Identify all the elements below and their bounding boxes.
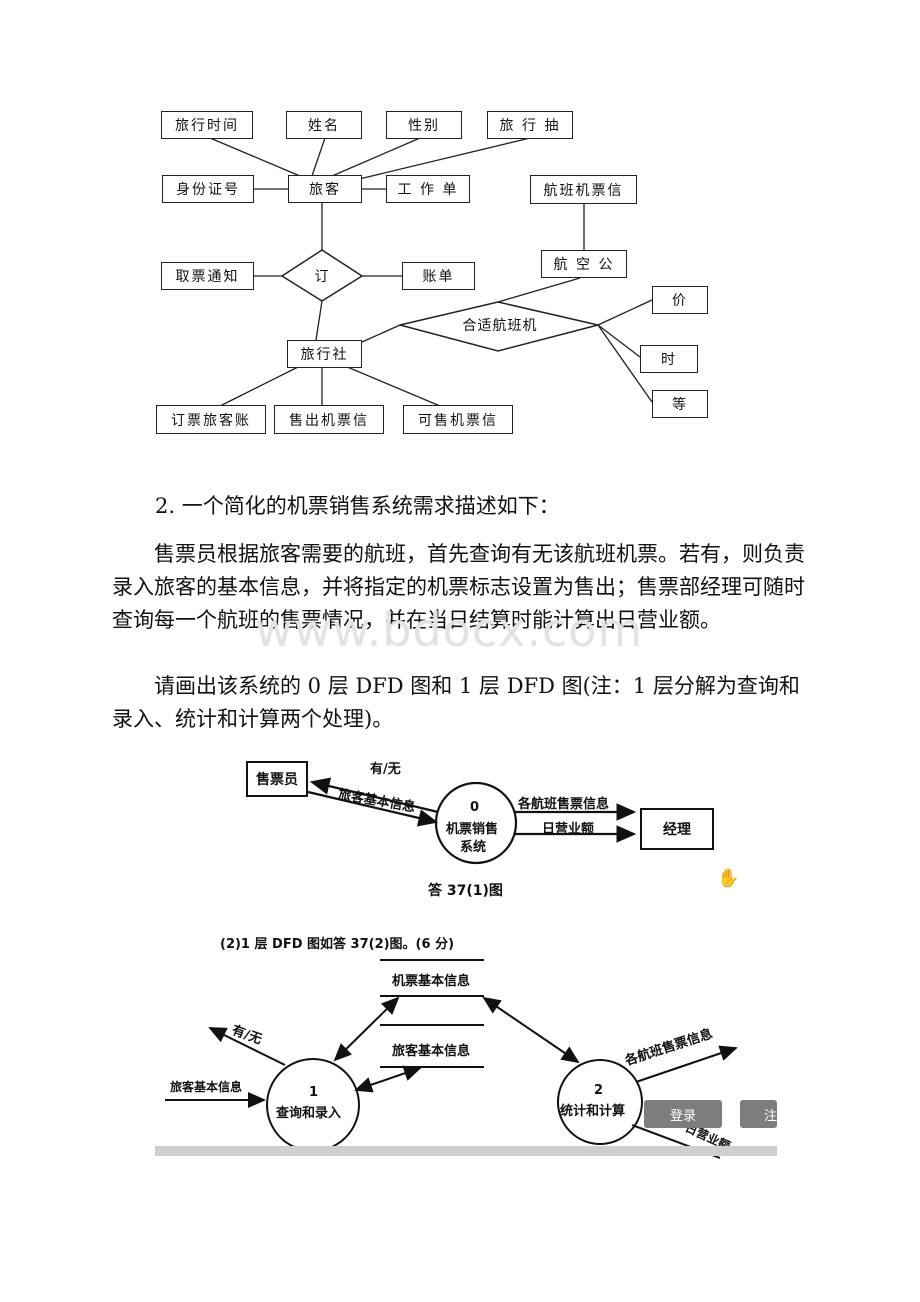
entity-booking-account: 订票旅客账 — [156, 405, 266, 434]
login-button[interactable]: 登录 — [644, 1100, 722, 1128]
hand-cursor-icon: ✋ — [717, 868, 740, 889]
entity-flight-ticket-info: 航班机票信 — [530, 175, 637, 204]
dfd0-label-yes-no: 有/无 — [370, 762, 401, 777]
dfd0-process-label-1: 机票销售 — [446, 822, 499, 837]
dfd1-lines — [165, 959, 738, 1159]
dfd1-heading: (2)1 层 DFD 图如答 37(2)图。(6 分) — [220, 937, 455, 952]
entity-class: 等 — [652, 390, 708, 418]
entity-bill: 账单 — [402, 262, 475, 290]
dfd1-store-ticket-info: 机票基本信息 — [392, 974, 471, 989]
dfd0-lines — [307, 777, 637, 865]
entity-pickup-notice: 取票通知 — [161, 262, 254, 290]
register-button[interactable]: 注 — [740, 1100, 777, 1128]
dfd0-process-number: 0 — [470, 800, 480, 815]
question-2-description: 售票员根据旅客需要的航班，首先查询有无该航班机票。若有，则负责录入旅客的基本信息… — [112, 542, 805, 632]
dfd1-label-passenger-info: 旅客基本信息 — [170, 1080, 243, 1094]
question-2-instruction: 请画出该系统的 0 层 DFD 图和 1 层 DFD 图(注：1 层分解为查询和… — [112, 674, 800, 731]
er-diagram-lines — [209, 137, 653, 407]
dfd0-caption: 答 37(1)图 — [428, 883, 503, 899]
entity-id-number: 身份证号 — [162, 175, 254, 203]
question-2-title: 2. 一个简化的机票销售系统需求描述如下： — [155, 494, 560, 518]
entity-gender: 性别 — [386, 111, 462, 139]
entity-available-ticket-info: 可售机票信 — [403, 405, 513, 434]
dfd0-process-label-2: 系统 — [460, 840, 487, 855]
dfd0-seller-entity: 售票员 — [246, 761, 308, 797]
entity-travel-extract: 旅 行 抽 — [487, 111, 573, 139]
entity-passenger: 旅客 — [288, 175, 362, 203]
entity-airline: 航 空 公 — [541, 250, 627, 278]
dfd1-p2-number: 2 — [594, 1083, 604, 1098]
dfd0-label-daily-revenue: 日营业额 — [542, 822, 595, 837]
relationship-order: 订 — [314, 269, 330, 285]
dfd1-p1-number: 1 — [309, 1085, 319, 1100]
dfd1-p2-label: 统计和计算 — [560, 1104, 626, 1119]
embedded-viewer-bottom-bar — [155, 1146, 777, 1156]
entity-travel-time: 旅行时间 — [161, 111, 253, 139]
dfd0-label-flight-sales: 各航班售票信息 — [518, 797, 610, 812]
entity-name: 姓名 — [286, 111, 362, 139]
dfd0-manager-entity: 经理 — [640, 808, 714, 850]
dfd1-store-passenger-info: 旅客基本信息 — [392, 1044, 471, 1059]
entity-work-unit: 工 作 单 — [386, 175, 470, 203]
entity-time: 时 — [640, 345, 698, 373]
watermark: www.bdocx.com — [255, 603, 644, 657]
entity-travel-agency: 旅行社 — [287, 340, 362, 368]
entity-sold-ticket-info: 售出机票信 — [274, 405, 384, 434]
dfd1-p1-label: 查询和录入 — [276, 1106, 342, 1121]
relationship-suitable-flight: 合适航班机 — [462, 318, 538, 334]
entity-price: 价 — [652, 286, 708, 314]
